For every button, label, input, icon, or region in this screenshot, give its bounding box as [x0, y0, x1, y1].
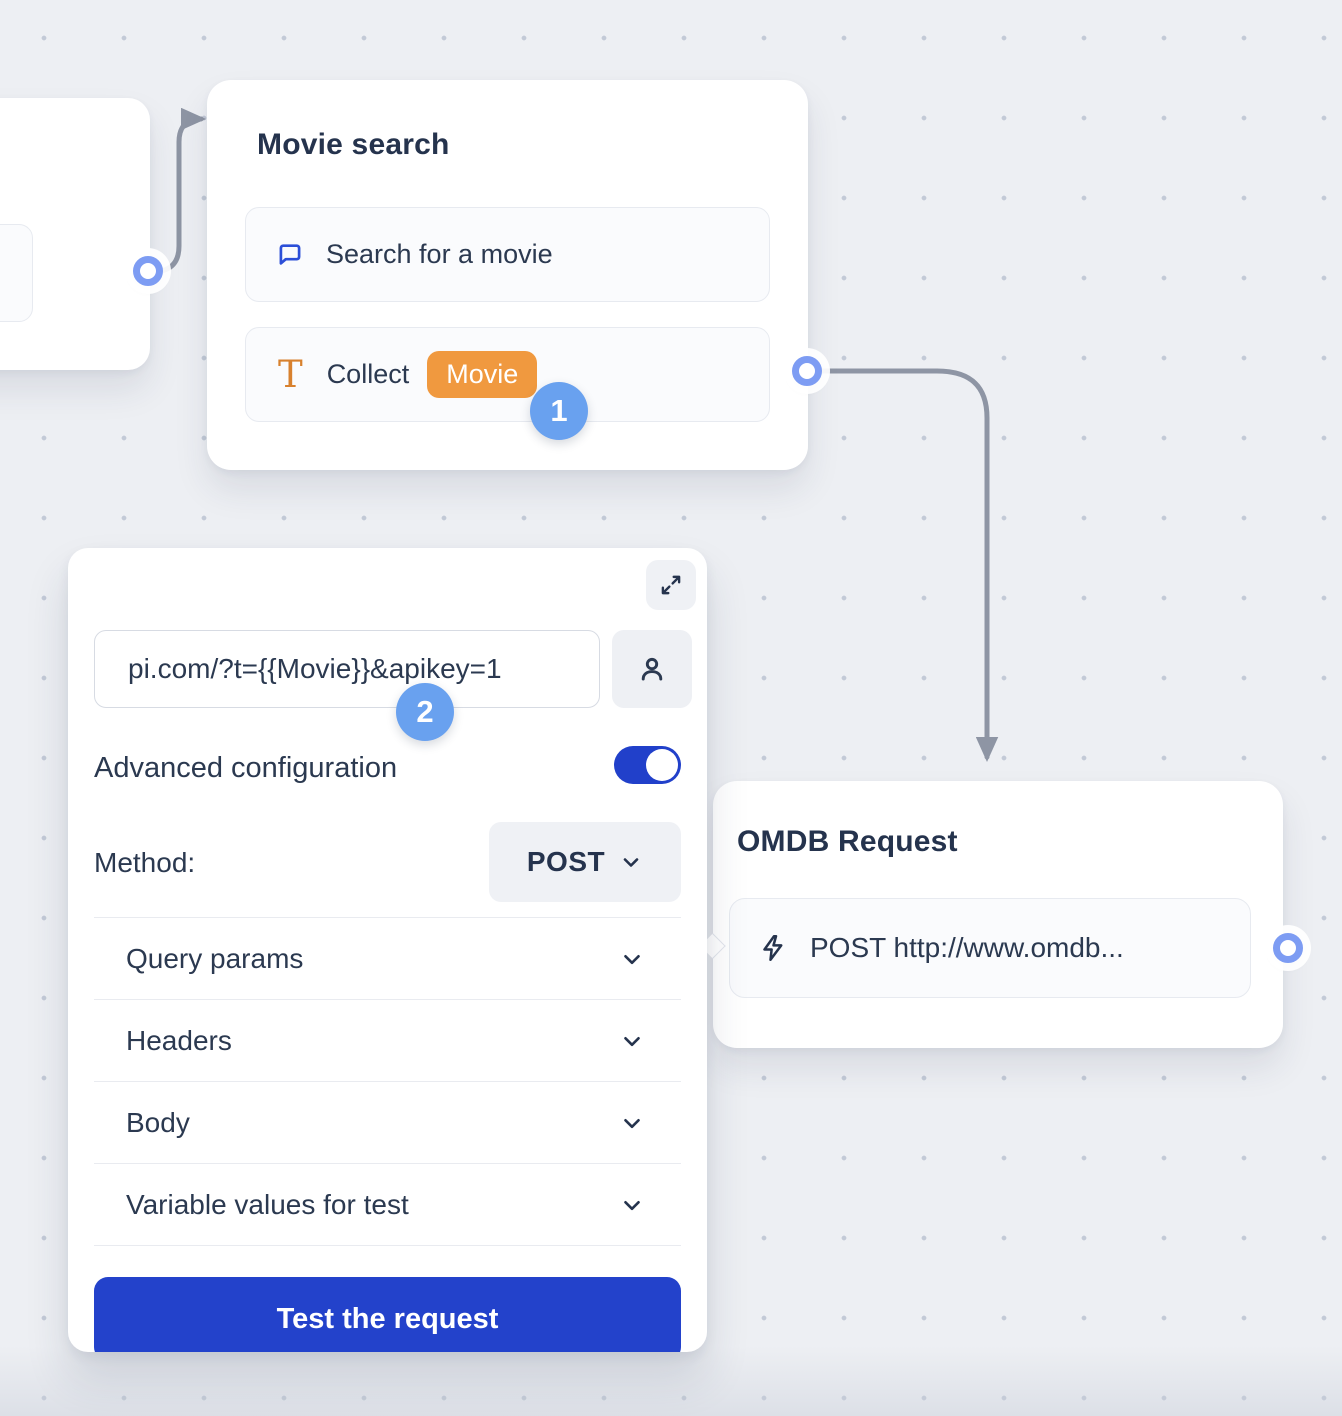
chevron-down-icon	[624, 1200, 640, 1210]
chevron-down-icon	[624, 954, 640, 964]
section-headers[interactable]: Headers	[94, 999, 681, 1081]
person-icon	[641, 657, 663, 681]
node-item-search-for-movie[interactable]: Search for a movie	[245, 207, 770, 302]
node-card-left-partial[interactable]	[0, 98, 150, 370]
section-label: Variable values for test	[126, 1188, 409, 1220]
chat-bubble-icon	[279, 243, 301, 265]
request-config-panel: 2 Advanced configuration Method: POST Qu…	[68, 548, 707, 1352]
output-port-movie-search[interactable]	[792, 356, 822, 386]
output-port-omdb-request[interactable]	[1273, 933, 1303, 963]
variable-chip-movie[interactable]: Movie	[427, 351, 538, 398]
method-label: Method:	[94, 847, 196, 878]
expand-icon	[661, 575, 681, 595]
step-badge-2: 2	[396, 683, 454, 741]
node-item-label: Collect	[326, 359, 410, 389]
node-item-omdb-post[interactable]: POST http://www.omdb...	[729, 898, 1251, 998]
node-item-label: Search for a movie	[326, 239, 553, 269]
test-request-button[interactable]: Test the request	[94, 1277, 681, 1352]
advanced-configuration-toggle[interactable]	[614, 746, 681, 784]
section-query-params[interactable]: Query params	[94, 917, 681, 999]
section-label: Body	[126, 1106, 190, 1138]
method-value: POST	[526, 846, 606, 877]
toggle-knob	[646, 749, 678, 781]
user-variable-button[interactable]	[612, 630, 692, 708]
node-card-omdb-request[interactable]: OMDB Request POST http://www.omdb...	[700, 781, 1283, 1048]
chevron-down-icon	[623, 858, 639, 867]
node-title-omdb-request: OMDB Request	[737, 825, 958, 858]
node-item-left-partial[interactable]	[0, 224, 33, 322]
chevron-down-icon	[624, 1118, 640, 1128]
method-select[interactable]: POST	[489, 822, 681, 902]
wire-movie-to-omdb	[818, 368, 999, 762]
output-port-left-node[interactable]	[133, 256, 163, 286]
node-item-label: POST http://www.omdb...	[810, 932, 1124, 963]
chevron-down-icon	[624, 1036, 640, 1046]
section-label: Query params	[126, 942, 304, 974]
request-url-input[interactable]	[94, 630, 600, 708]
section-variable-values[interactable]: Variable values for test	[94, 1163, 681, 1246]
collapsible-sections: Query params Headers Body Variable value…	[94, 917, 681, 1246]
section-label: Headers	[126, 1024, 232, 1056]
text-icon: T	[278, 353, 303, 396]
node-card-movie-search[interactable]: Movie search Search for a movie T Collec…	[207, 80, 808, 470]
section-body[interactable]: Body	[94, 1081, 681, 1163]
advanced-configuration-label: Advanced configuration	[94, 752, 398, 784]
wire-left-to-movie	[148, 107, 206, 275]
expand-button[interactable]	[646, 560, 696, 610]
node-item-collect-movie[interactable]: T Collect Movie	[245, 327, 770, 422]
lightning-icon	[763, 935, 783, 961]
step-badge-1: 1	[530, 382, 588, 440]
node-title-movie-search: Movie search	[257, 128, 450, 161]
